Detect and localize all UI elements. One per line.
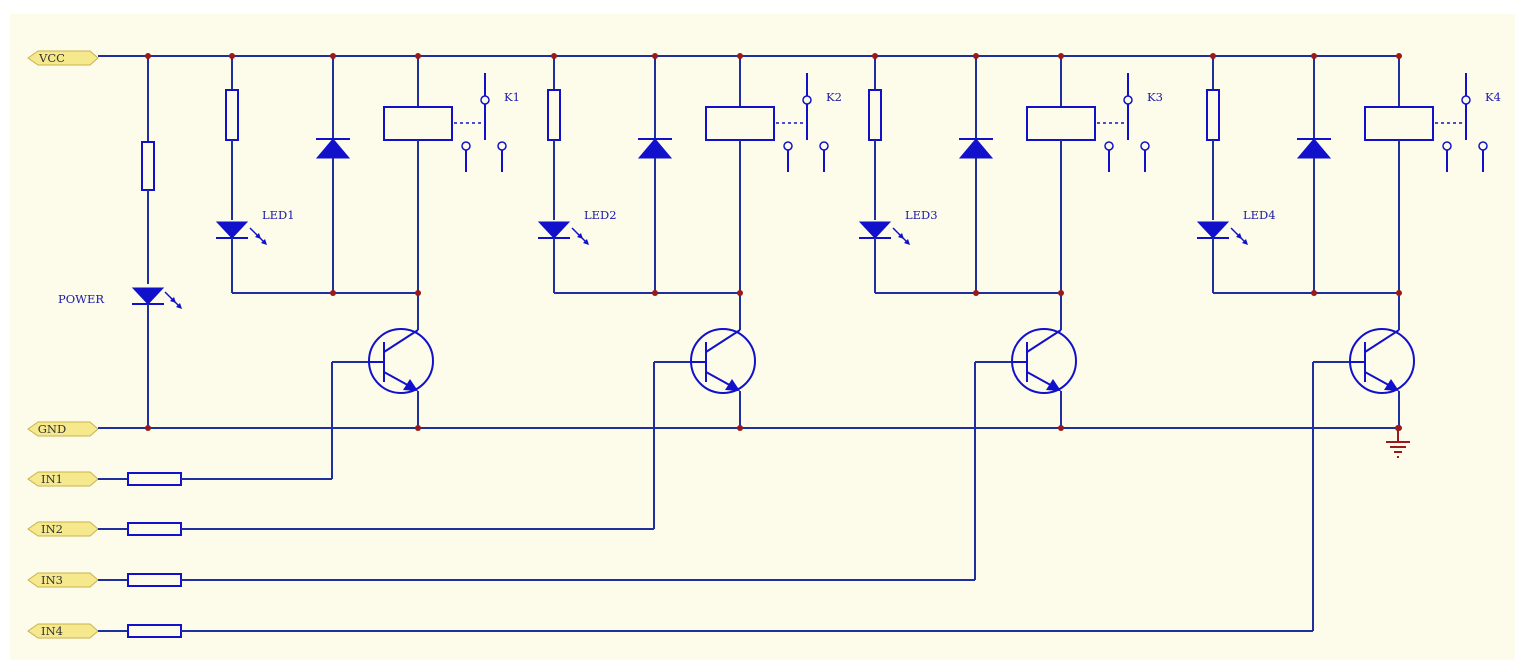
port-in3: IN3 <box>27 572 99 588</box>
junction-dot <box>973 53 979 59</box>
port-gnd-label: GND <box>38 422 66 436</box>
junction-dot <box>415 290 421 296</box>
ground-symbol-icon <box>1386 428 1410 458</box>
port-in4-label: IN4 <box>41 624 63 638</box>
input-resistor-3 <box>127 573 182 587</box>
junction-dot <box>330 53 336 59</box>
schematic-background <box>10 14 1515 660</box>
led-icon-3 <box>858 221 910 245</box>
junction-dot <box>1396 290 1402 296</box>
junction-dot <box>551 53 557 59</box>
junction-dot <box>652 53 658 59</box>
power-resistor <box>141 141 155 191</box>
port-in1-label: IN1 <box>41 472 63 486</box>
input-resistor-4 <box>127 624 182 638</box>
led-label-4: LED4 <box>1243 208 1276 222</box>
junction-dot <box>1311 53 1317 59</box>
junction-dot <box>652 290 658 296</box>
flyback-diode-icon-4 <box>1296 138 1332 159</box>
flyback-diode-icon-2 <box>637 138 673 159</box>
junction-dot <box>737 290 743 296</box>
flyback-diode-icon-3 <box>958 138 994 159</box>
led-icon-1 <box>215 221 267 245</box>
npn-transistor-icon-3 <box>1011 328 1077 394</box>
relay-switch-icon-2 <box>776 73 829 172</box>
led-icon-4 <box>1196 221 1248 245</box>
relay-channel-2: LED2 K2 <box>537 56 842 428</box>
port-in2: IN2 <box>27 521 99 537</box>
junction-dot <box>872 53 878 59</box>
npn-transistor-icon-4 <box>1349 328 1415 394</box>
led-resistor-3 <box>868 89 882 141</box>
led-label-2: LED2 <box>584 208 617 222</box>
junction-dot <box>1395 425 1401 431</box>
junction-dot <box>145 53 151 59</box>
input-line-3 <box>98 361 1011 587</box>
relay-channel-4: LED4 K4 <box>1196 56 1501 428</box>
relay-channel-1: LED1 K1 <box>215 56 520 428</box>
junction-dot <box>229 53 235 59</box>
junction-dot <box>737 425 743 431</box>
input-line-1 <box>98 361 368 486</box>
junction-dot <box>973 290 979 296</box>
junction-dot <box>1311 290 1317 296</box>
port-in3-label: IN3 <box>41 573 63 587</box>
wire-junctions <box>145 53 1402 431</box>
relay-switch-icon-1 <box>454 73 507 172</box>
relay-label-3: K3 <box>1147 90 1163 104</box>
led-label-1: LED1 <box>262 208 295 222</box>
input-resistor-1 <box>127 472 182 486</box>
input-line-4 <box>98 361 1349 638</box>
relay-coil-4 <box>1364 106 1434 141</box>
port-gnd: GND <box>27 421 99 437</box>
power-indicator-branch: POWER <box>58 56 182 428</box>
input-lines <box>98 361 1349 638</box>
port-vcc: VCC <box>27 50 99 66</box>
port-vcc-label: VCC <box>38 51 65 65</box>
relay-coil-2 <box>705 106 775 141</box>
junction-dot <box>145 425 151 431</box>
relay-switch-icon-3 <box>1097 73 1150 172</box>
junction-dot <box>1058 53 1064 59</box>
port-in1: IN1 <box>27 471 99 487</box>
relay-label-1: K1 <box>504 90 520 104</box>
junction-dot <box>415 425 421 431</box>
led-resistor-1 <box>225 89 239 141</box>
relay-switch-icon-4 <box>1435 73 1488 172</box>
junction-dot <box>737 53 743 59</box>
relay-coil-3 <box>1026 106 1096 141</box>
input-resistor-2 <box>127 522 182 536</box>
port-in4: IN4 <box>27 623 99 639</box>
power-rails <box>98 55 1398 429</box>
junction-dot <box>1210 53 1216 59</box>
port-in2-label: IN2 <box>41 522 63 536</box>
npn-transistor-icon-1 <box>368 328 434 394</box>
led-resistor-2 <box>547 89 561 141</box>
power-led-label: POWER <box>58 292 104 306</box>
relay-coil-1 <box>383 106 453 141</box>
power-led-icon <box>131 287 182 309</box>
npn-transistor-icon-2 <box>690 328 756 394</box>
input-line-2 <box>98 361 690 536</box>
junction-dot <box>1058 425 1064 431</box>
junction-dot <box>330 290 336 296</box>
relay-label-4: K4 <box>1485 90 1501 104</box>
led-resistor-4 <box>1206 89 1220 141</box>
flyback-diode-icon-1 <box>315 138 351 159</box>
junction-dot <box>1058 290 1064 296</box>
led-icon-2 <box>537 221 589 245</box>
junction-dot <box>415 53 421 59</box>
relay-label-2: K2 <box>826 90 842 104</box>
led-label-3: LED3 <box>905 208 938 222</box>
relay-channel-3: LED3 K3 <box>858 56 1163 428</box>
junction-dot <box>1396 53 1402 59</box>
